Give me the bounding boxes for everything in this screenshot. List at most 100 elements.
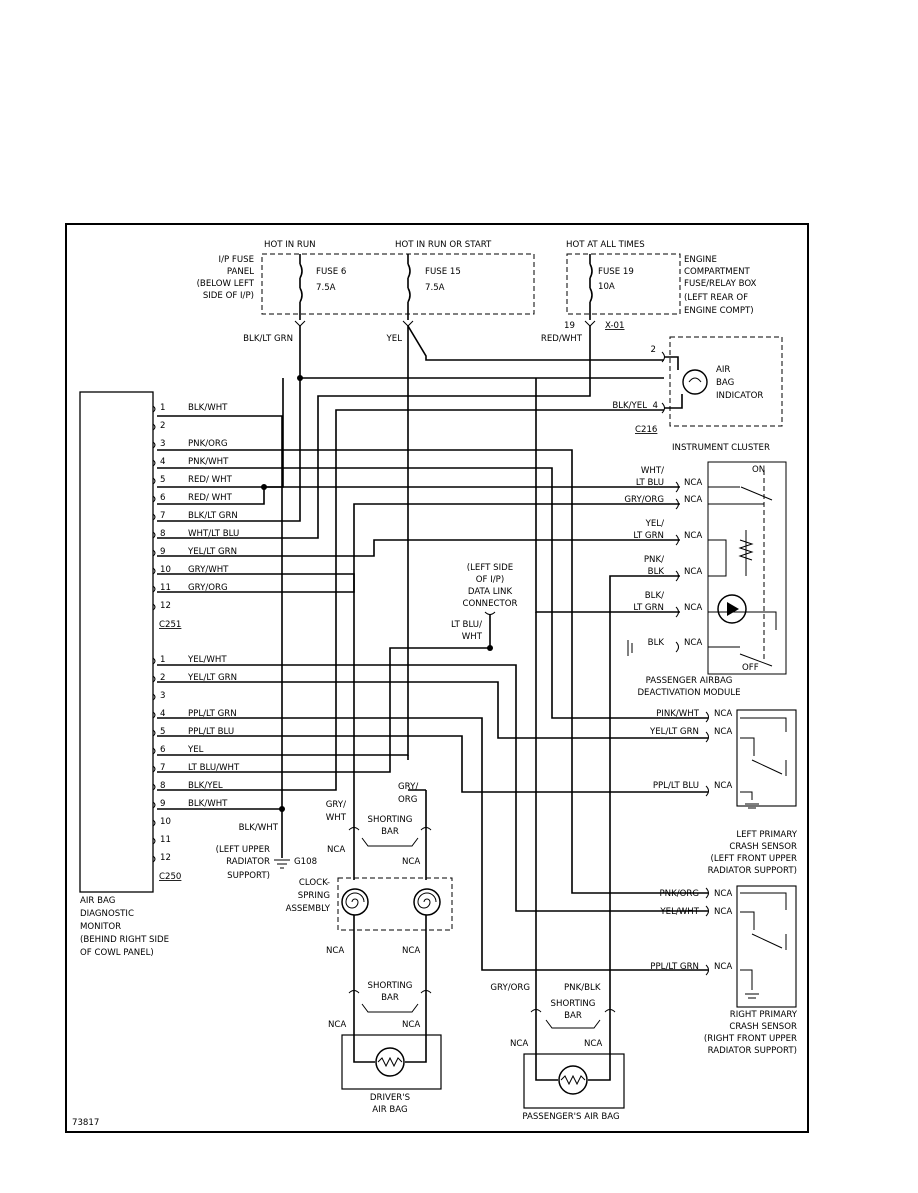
pin-number: 1	[160, 655, 165, 665]
pin-wire-label: YEL	[187, 745, 204, 755]
clock-bar2	[361, 1003, 419, 1013]
clock-coil-left	[341, 888, 369, 916]
clockspring-box	[337, 877, 453, 931]
indicator-label3: INDICATOR	[716, 391, 763, 401]
clock-bar2-line1: SHORTING	[368, 981, 413, 991]
hot-all-label: HOT AT ALL TIMES	[566, 240, 645, 250]
clock-nca-right3: NCA	[402, 1020, 420, 1030]
c250-pins-pin-12: 12	[152, 853, 171, 863]
route-wht-lt-blu-feed	[157, 326, 591, 539]
deact-wire-line1: GRY/ORG	[624, 495, 664, 505]
deact-connector-mark	[675, 641, 679, 653]
pin-mark	[152, 711, 156, 719]
deact-wire-line2: LT GRN	[633, 603, 664, 613]
right-label4: RADIATOR SUPPORT)	[708, 1046, 797, 1056]
pass-bag-box	[523, 1053, 625, 1109]
pin-wire-label: WHT/LT BLU	[188, 529, 239, 539]
route-yel-lt-grn	[157, 681, 708, 739]
dlc-line2: OF I/P)	[476, 575, 504, 585]
right-label3: (RIGHT FRONT UPPER	[704, 1034, 797, 1044]
dlc-wire1: LT BLU/	[451, 620, 482, 630]
route-pnk-org	[157, 449, 708, 894]
indicator-pin2: 2	[651, 345, 656, 355]
route-gry-org-deact	[157, 503, 680, 593]
pass-wire-left: GRY/ORG	[490, 983, 530, 993]
pin-mark	[152, 585, 156, 593]
ip-fuse-panel-line1: I/P FUSE	[219, 255, 254, 265]
left-nca1: NCA	[714, 709, 732, 719]
pin-number: 8	[160, 781, 165, 791]
clock-bar1-line2: BAR	[381, 827, 399, 837]
pin-mark	[152, 819, 156, 827]
c251-pins-pin-8: 8 WHT/LT BLU	[152, 529, 239, 539]
pin-wire-label: RED/ WHT	[188, 493, 233, 503]
pin-mark	[152, 657, 156, 665]
right-label2: CRASH SENSOR	[729, 1022, 797, 1032]
deact-off-switch	[739, 653, 773, 667]
pin-wire-label: RED/ WHT	[188, 475, 233, 485]
hot-run-start-label: HOT IN RUN OR START	[395, 240, 492, 250]
pass-nca-right: NCA	[584, 1039, 602, 1049]
indicator-label2: BAG	[716, 378, 734, 388]
pin-number: 12	[160, 601, 171, 611]
clock-upper-connectors	[348, 827, 432, 831]
deactivation-module: ON OFF	[707, 461, 787, 675]
monitor-line1: AIR BAG	[80, 896, 115, 906]
pin-wire-label: PPL/LT GRN	[188, 709, 237, 719]
pin-number: 1	[160, 403, 165, 413]
deact-nca: NCA	[684, 603, 702, 613]
data-link-connector: (LEFT SIDE OF I/P) DATA LINK CONNECTOR L…	[451, 563, 518, 648]
pin-number: 5	[160, 475, 165, 485]
wire-blk-lt-grn-label: BLK/LT GRN	[243, 334, 293, 344]
ground-line1: (LEFT UPPER	[216, 845, 270, 855]
lamp-filament	[688, 377, 702, 383]
engine-conn-pin: 19	[564, 321, 575, 331]
diagnostic-monitor: AIR BAG DIAGNOSTIC MONITOR (BEHIND RIGHT…	[79, 391, 169, 958]
deact-title2: DEACTIVATION MODULE	[637, 688, 740, 698]
pin-number: 12	[160, 853, 171, 863]
left-sensor-box	[736, 709, 797, 807]
route-pnk-wht	[157, 467, 708, 719]
clock-label2: SPRING	[298, 891, 330, 901]
clock-bar1-line1: SHORTING	[368, 815, 413, 825]
pin-number: 8	[160, 529, 165, 539]
route-yel-wht	[157, 664, 708, 912]
fuse-6-amp: 7.5A	[316, 283, 336, 293]
clock-nca-left1: NCA	[327, 845, 345, 855]
c251-pins-pin-5: 5 RED/ WHT	[152, 475, 233, 485]
clock-wire-left1: GRY/	[326, 800, 346, 810]
pin-wire-label: PNK/WHT	[188, 457, 229, 467]
pass-bag-leads	[535, 1050, 611, 1081]
ip-fuse-panel-box	[261, 253, 535, 315]
deact-on: ON	[752, 465, 765, 475]
route-gry-org-clock	[407, 755, 427, 880]
deact-switch-symbols	[738, 486, 773, 576]
pin-mark	[152, 603, 156, 611]
clock-nca-left2: NCA	[326, 946, 344, 956]
diagram-frame	[65, 223, 809, 1133]
right-nca3: NCA	[714, 962, 732, 972]
left-wire3: PPL/LT BLU	[653, 781, 699, 791]
fuse-connector-marks	[294, 320, 596, 327]
clock-lower-connectors	[348, 990, 432, 994]
route-blk-yel	[157, 409, 664, 791]
pass-wire-right: PNK/BLK	[564, 983, 601, 993]
pin-number: 9	[160, 547, 165, 557]
left-nca2: NCA	[714, 727, 732, 737]
route-lt-blu-wht	[157, 647, 490, 773]
pin-mark	[152, 459, 156, 467]
pin-wire-label: YEL/WHT	[187, 655, 227, 665]
pin-mark	[152, 441, 156, 449]
pass-label: PASSENGER'S AIR BAG	[522, 1112, 619, 1122]
deact-wire-line1: PNK/	[644, 555, 664, 565]
splice-points	[261, 375, 493, 812]
drivers-air-bag: DRIVER'S AIR BAG	[341, 1030, 442, 1115]
pin-mark	[152, 783, 156, 791]
engine-box-line1: ENGINE	[684, 255, 717, 265]
ground-g108: BLK/WHT (LEFT UPPER RADIATOR SUPPORT) G1…	[216, 823, 317, 881]
hot-run-label: HOT IN RUN	[264, 240, 316, 250]
